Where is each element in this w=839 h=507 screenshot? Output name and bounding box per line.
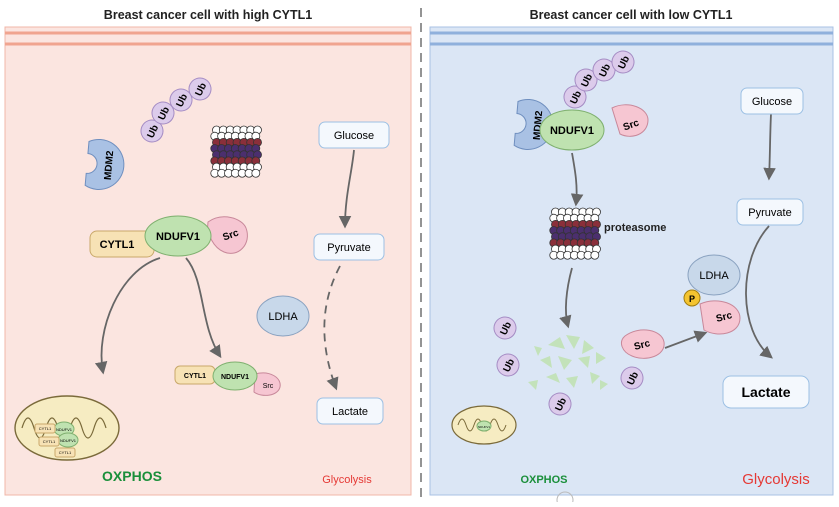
small-cytl1-label: CYTL1: [184, 373, 206, 380]
free-src-label: Src: [633, 338, 652, 353]
arrow-src-to-ldha: [664, 330, 708, 349]
src-label: Src: [221, 227, 240, 243]
ub-label: Ub: [499, 320, 515, 337]
left-mdm2: MDM2: [84, 139, 125, 190]
right-mito-ndufv1: NDUFV1: [478, 425, 490, 429]
arrow-proteasome-to-fragments: [559, 267, 573, 329]
right-lactate-label: Lactate: [741, 384, 790, 400]
ub-label: Ub: [194, 81, 210, 98]
right-ldha-complex: Src LDHA P: [683, 254, 741, 335]
ub-label: Ub: [175, 92, 191, 109]
right-complex: Src MDM2 NDUFV1: [513, 99, 649, 151]
left-small-complex: Src CYTL1 NDUFV1: [174, 361, 281, 396]
decorative-circle: [556, 491, 574, 507]
left-ub-chain: Ub Ub Ub Ub: [140, 77, 212, 143]
right-glycolysis-label: Glycolysis: [742, 471, 810, 488]
arrow-ndufv1-to-proteasome: [570, 152, 584, 207]
right-pyruvate-label: Pyruvate: [748, 207, 791, 219]
mito-cytl1-c: CYTL1: [59, 450, 72, 455]
left-oxphos-label: OXPHOS: [102, 468, 162, 484]
left-glycolysis-label: Glycolysis: [322, 474, 372, 486]
arrow-complex-to-small: [185, 257, 222, 359]
ub-label: Ub: [502, 357, 518, 374]
right-oxphos-label: OXPHOS: [520, 474, 567, 486]
small-ndufv1-label: NDUFV1: [221, 374, 249, 381]
proteasome-label: proteasome: [604, 222, 666, 234]
right-src2-label: Src: [715, 310, 734, 325]
left-mitochondrion: NDUFV1 NDUFV1 CYTL1 CYTL1 CYTL1: [14, 395, 120, 461]
mdm2-label: MDM2: [103, 150, 117, 181]
pyruvate-label: Pyruvate: [327, 242, 370, 254]
left-proteasome-icon: [210, 125, 262, 178]
cytl1-label: CYTL1: [100, 239, 135, 251]
ub-label: Ub: [626, 370, 642, 387]
mito-ndufv1-b: NDUFV1: [60, 438, 77, 443]
left-panel-title: Breast cancer cell with high CYTL1: [104, 8, 312, 22]
left-complex: Src CYTL1 NDUFV1: [89, 215, 248, 258]
arrow-pyruvate-to-lactate: [323, 265, 341, 391]
ub-label: Ub: [580, 72, 596, 89]
ndufv1-label: NDUFV1: [156, 231, 200, 243]
right-ndufv1-label: NDUFV1: [550, 125, 594, 137]
right-glucose-box: Glucose: [740, 87, 804, 115]
ldha-label: LDHA: [268, 311, 298, 323]
ub-label: Ub: [157, 105, 173, 122]
right-glucose-label: Glucose: [752, 96, 792, 108]
ub-label: Ub: [598, 62, 614, 79]
arrow-right-pyruvate-to-lactate: [745, 225, 773, 359]
proteasome-bead: [590, 250, 600, 260]
right-free-ub: Ub Ub Ub Ub: [493, 316, 644, 416]
right-ub-chain: Ub Ub Ub Ub: [563, 50, 635, 109]
right-pyruvate-box: Pyruvate: [736, 198, 804, 226]
lactate-label: Lactate: [332, 406, 368, 418]
right-src-label: Src: [622, 117, 641, 133]
right-lactate-box: Lactate: [722, 375, 810, 409]
phospho-label: P: [689, 294, 695, 304]
left-pyruvate-box: Pyruvate: [313, 233, 385, 261]
mito-cytl1-b: CYTL1: [43, 439, 56, 444]
right-panel-title: Breast cancer cell with low CYTL1: [530, 8, 733, 22]
arrow-right-glucose-to-pyruvate: [763, 113, 776, 181]
right-ldha-label: LDHA: [699, 270, 729, 282]
left-lactate-box: Lactate: [316, 397, 384, 425]
right-proteasome-icon: [549, 207, 601, 260]
left-glucose-box: Glucose: [318, 121, 390, 149]
arrow-complex-to-mito: [94, 257, 161, 375]
small-src-label: Src: [263, 383, 274, 390]
proteasome-bead: [251, 168, 261, 178]
glucose-label: Glucose: [334, 130, 374, 142]
ub-label: Ub: [569, 89, 585, 106]
ub-label: Ub: [554, 396, 570, 413]
right-free-src: Src: [621, 329, 665, 359]
mito-ndufv1-a: NDUFV1: [56, 427, 73, 432]
ndufv1-fragments: [528, 335, 608, 390]
left-ldha: LDHA: [256, 295, 310, 337]
arrow-glucose-to-pyruvate: [338, 149, 355, 229]
ub-label: Ub: [617, 54, 633, 71]
ub-label: Ub: [146, 123, 162, 140]
mito-cytl1-a: CYTL1: [39, 426, 52, 431]
right-mitochondrion: NDUFV1: [451, 405, 517, 445]
